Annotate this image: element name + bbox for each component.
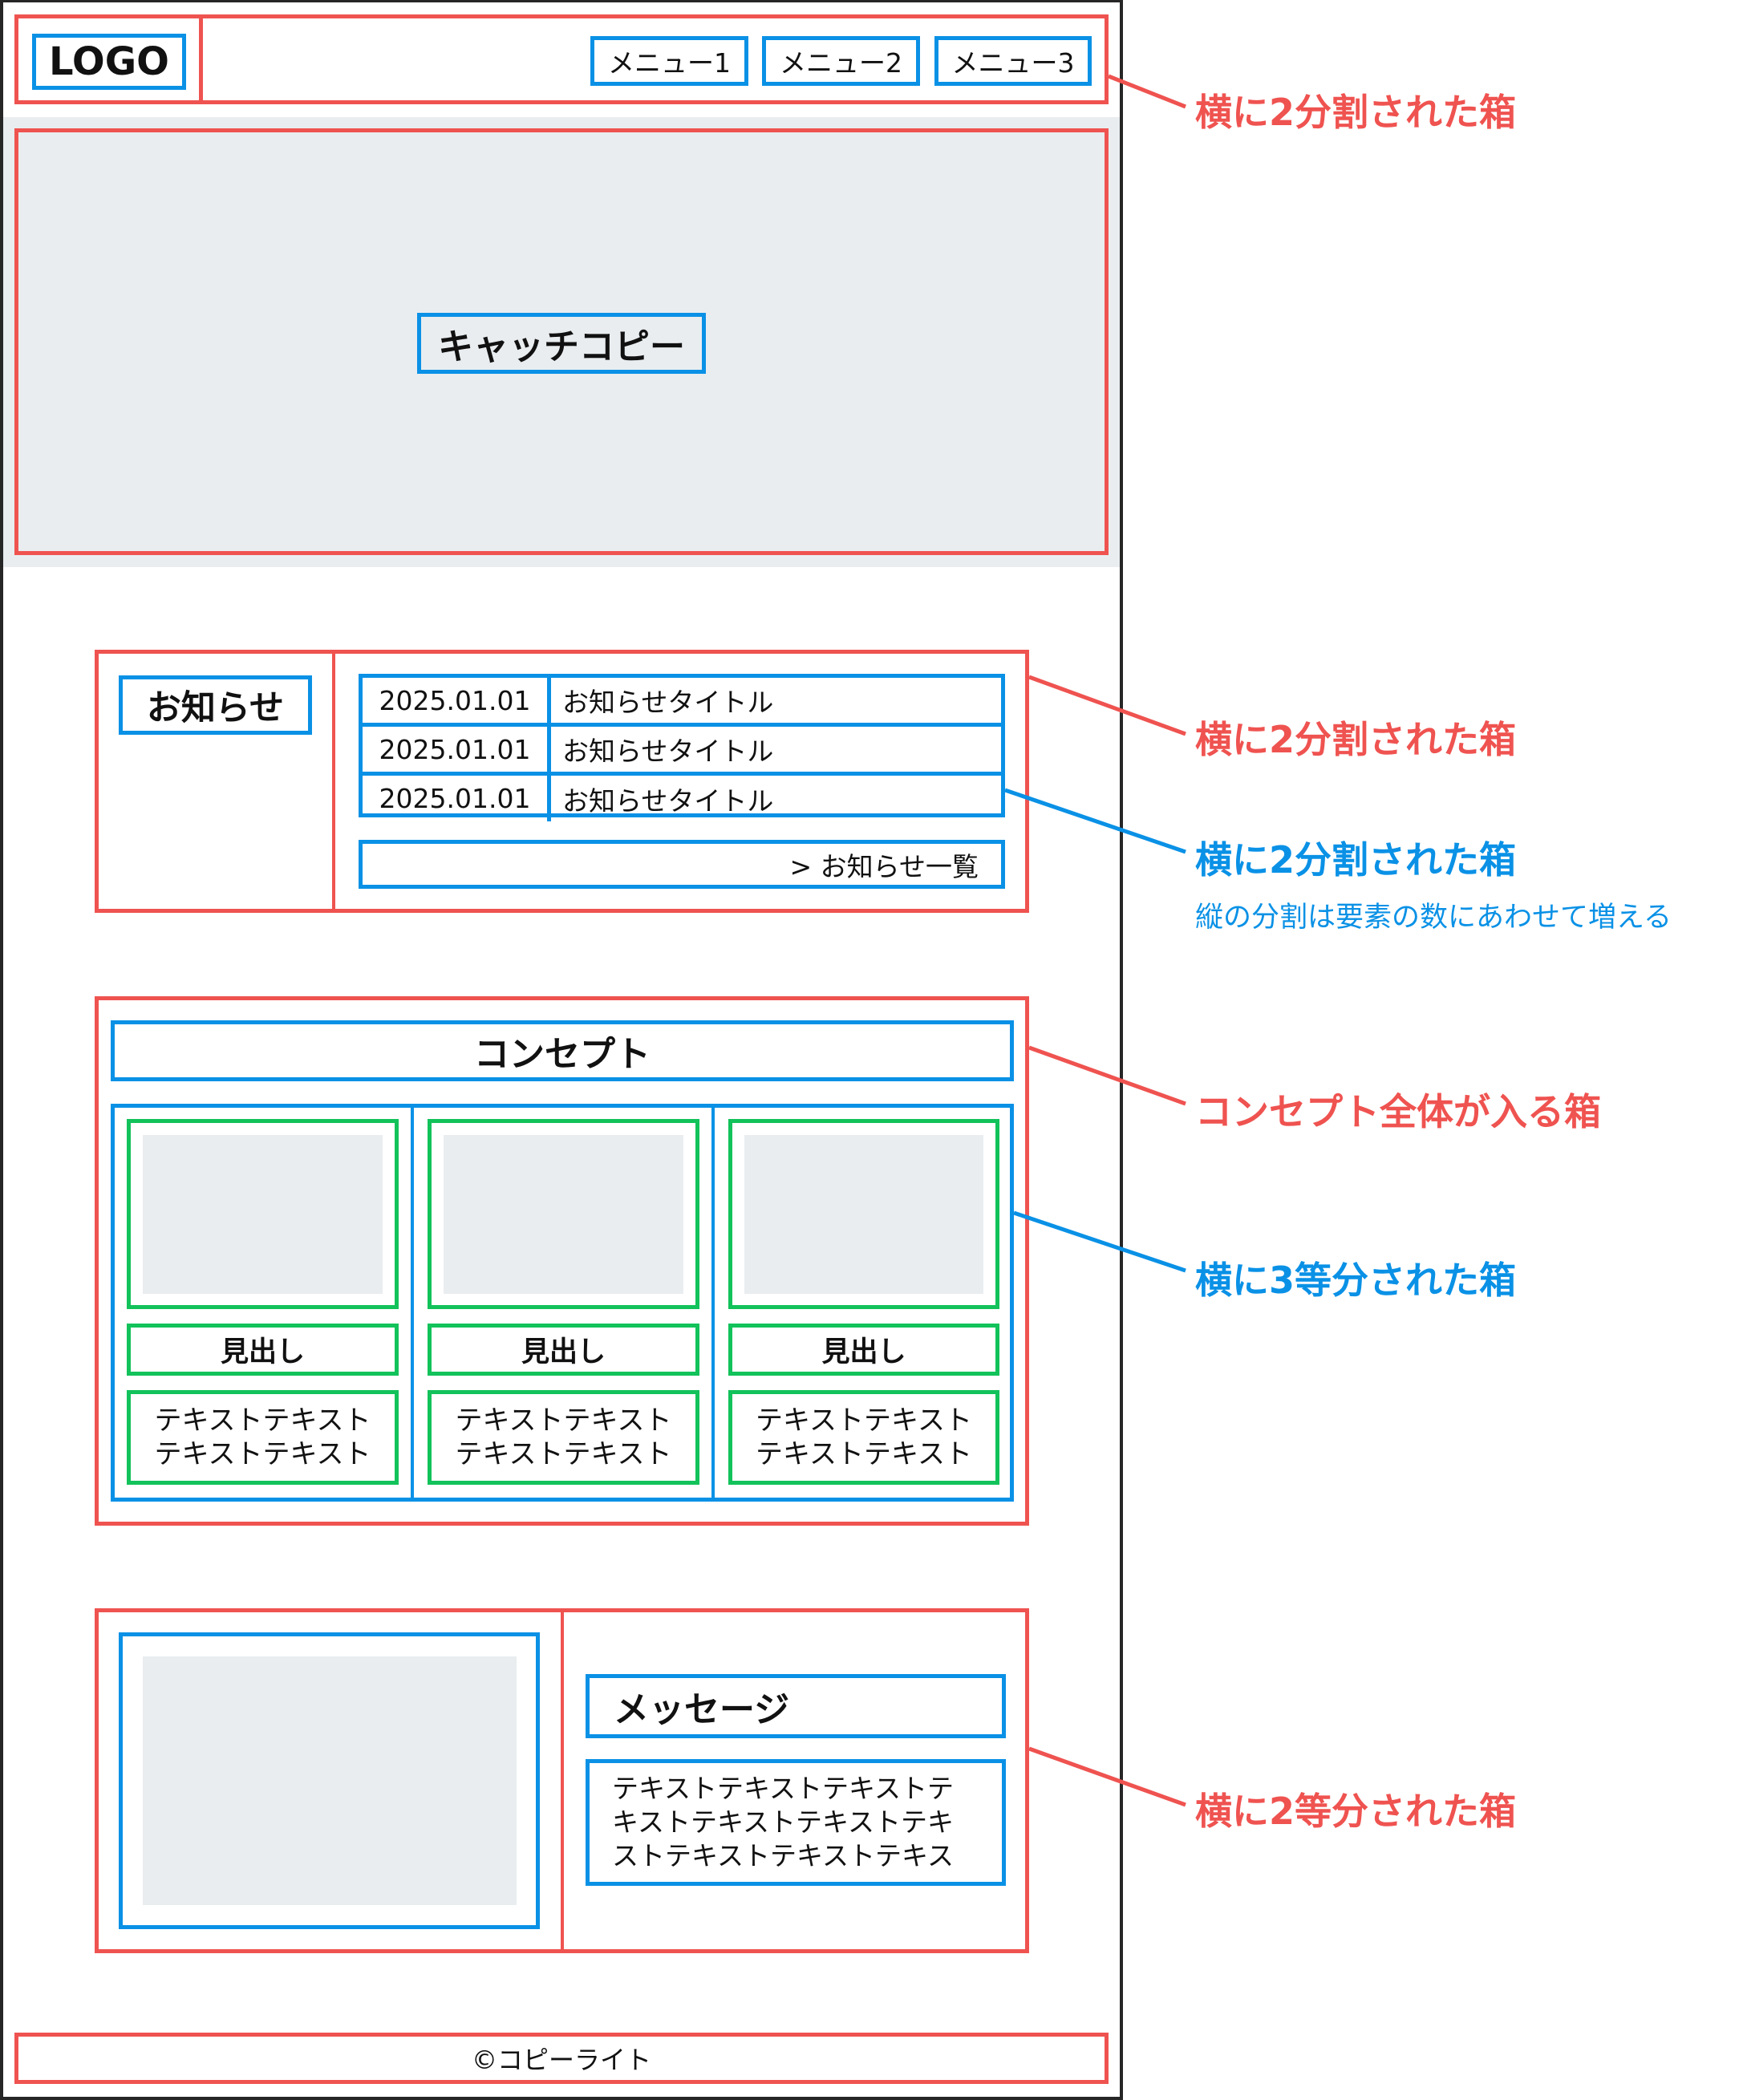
text-line: テキストテキスト xyxy=(756,1438,972,1470)
message-image-frame xyxy=(119,1632,540,1929)
concept-card-image xyxy=(444,1135,683,1294)
news-more-link[interactable]: > お知らせ一覧 xyxy=(359,840,1005,889)
annotation-message: 横に2等分された箱 xyxy=(1195,1790,1517,1833)
concept-card-text: テキストテキスト テキストテキスト xyxy=(127,1390,399,1485)
hero-box xyxy=(14,128,1109,555)
concept-card-heading: 見出し xyxy=(127,1324,399,1376)
concept-card-heading: 見出し xyxy=(428,1324,699,1376)
text-line: テキストテキスト xyxy=(154,1438,371,1470)
news-title[interactable]: お知らせタイトル xyxy=(562,784,774,817)
annotation-news-outer: 横に2分割された箱 xyxy=(1195,718,1517,761)
concept-card-text: テキストテキスト テキストテキスト xyxy=(728,1390,999,1485)
news-heading: お知らせ xyxy=(119,675,312,735)
news-table: 2025.01.01 お知らせタイトル 2025.01.01 お知らせタイトル … xyxy=(359,674,1005,821)
logo[interactable]: LOGO xyxy=(32,34,186,90)
news-row[interactable]: 2025.01.01 お知らせタイトル xyxy=(363,727,1001,776)
concept-card-heading: 見出し xyxy=(728,1324,999,1376)
text-line: ストテキストテキストテキス xyxy=(612,1840,955,1871)
concept-card-image-frame xyxy=(127,1119,399,1309)
message-heading: メッセージ xyxy=(586,1674,1006,1738)
concept-card-image-frame xyxy=(728,1119,999,1309)
concept-grid xyxy=(111,1104,1014,1502)
text-line: キストテキストテキストテキ xyxy=(612,1806,955,1838)
text-line: テキストテキスト xyxy=(455,1405,672,1437)
concept-card-image xyxy=(143,1135,383,1294)
concept-card-image-frame xyxy=(428,1119,699,1309)
annotation-news-table-note: 縦の分割は要素の数にあわせて増える xyxy=(1195,902,1672,934)
header-box xyxy=(14,14,1109,104)
news-date: 2025.01.01 xyxy=(363,776,551,821)
concept-card-image xyxy=(744,1135,983,1294)
news-section xyxy=(95,650,1029,913)
text-line: テキストテキストテキストテ xyxy=(612,1773,955,1804)
annotation-news-table: 横に2分割された箱 xyxy=(1195,838,1517,882)
menu-item-1[interactable]: メニュー1 xyxy=(590,36,748,86)
text-line: テキストテキスト xyxy=(756,1405,972,1437)
news-title[interactable]: お知らせタイトル xyxy=(562,687,774,718)
concept-grid-divider-2 xyxy=(711,1104,715,1502)
news-divider xyxy=(332,650,335,913)
text-line: テキストテキスト xyxy=(154,1405,371,1437)
annotation-header: 横に2分割された箱 xyxy=(1195,91,1517,134)
annotation-concept-outer: コンセプト全体が入る箱 xyxy=(1195,1090,1601,1133)
news-date: 2025.01.01 xyxy=(363,678,551,723)
message-image xyxy=(143,1656,517,1905)
text-line: テキストテキスト xyxy=(455,1438,672,1470)
message-text: テキストテキストテキストテ キストテキストテキストテキ ストテキストテキストテキ… xyxy=(586,1759,1006,1886)
concept-grid-divider-1 xyxy=(411,1104,414,1502)
concept-title: コンセプト xyxy=(111,1020,1014,1081)
catch-copy: キャッチコピー xyxy=(417,313,706,374)
news-row[interactable]: 2025.01.01 お知らせタイトル xyxy=(363,776,1001,821)
hero-background xyxy=(3,117,1120,567)
news-date: 2025.01.01 xyxy=(363,727,551,772)
menu-item-3[interactable]: メニュー3 xyxy=(934,36,1092,86)
footer-copyright: ©コピーライト xyxy=(14,2033,1109,2084)
menu-item-2[interactable]: メニュー2 xyxy=(762,36,920,86)
header-divider xyxy=(199,14,203,104)
concept-card-text: テキストテキスト テキストテキスト xyxy=(428,1390,699,1485)
news-title[interactable]: お知らせタイトル xyxy=(562,736,774,767)
message-divider xyxy=(561,1608,564,1953)
news-row[interactable]: 2025.01.01 お知らせタイトル xyxy=(363,678,1001,727)
annotation-concept-grid: 横に3等分された箱 xyxy=(1195,1259,1517,1302)
